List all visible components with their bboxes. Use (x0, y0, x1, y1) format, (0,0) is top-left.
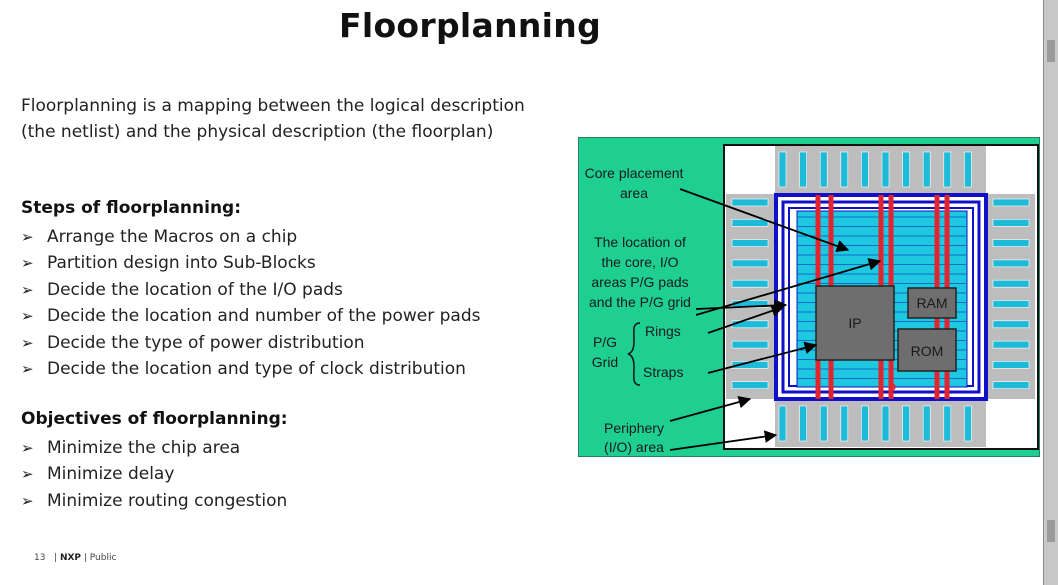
ip-macro (815, 285, 895, 361)
io-pad (778, 151, 787, 188)
io-pad (799, 151, 807, 188)
list-item: ➢Minimize the chip area (21, 435, 287, 461)
io-pad (992, 198, 1030, 207)
pg-grid-label-line2: Grid (592, 354, 618, 370)
io-pad (861, 151, 869, 188)
io-pad (992, 279, 1030, 288)
bullet-arrow-icon: ➢ (21, 439, 34, 457)
io-pad (861, 405, 869, 442)
pg-grid-label-line1: P/G (593, 334, 617, 350)
straps-arrow (707, 341, 818, 374)
steps-heading: Steps of floorplanning: (21, 198, 242, 218)
io-pad (819, 405, 828, 442)
slide-footer: 13 | NXP | Public (34, 553, 117, 563)
intro-paragraph: Floorplanning is a mapping between the l… (21, 96, 525, 142)
list-item: ➢Decide the location and type of clock d… (21, 356, 480, 382)
list-item: ➢Decide the location of the I/O pads (21, 277, 480, 303)
io-pad (992, 300, 1030, 308)
io-pad (943, 405, 952, 442)
io-pad (799, 405, 807, 442)
io-pad (840, 151, 849, 188)
bullet-arrow-icon: ➢ (21, 280, 34, 299)
bullet-arrow-icon: ➢ (21, 228, 34, 246)
bullet-arrow-icon: ➢ (21, 254, 34, 273)
bullet-arrow-icon: ➢ (21, 307, 34, 326)
core-area-label-line2: area (620, 185, 648, 201)
io-pad (964, 405, 972, 442)
location-arrow-2 (695, 258, 882, 316)
io-pad (881, 151, 890, 188)
io-pad (992, 340, 1030, 349)
ram-label: RAM (916, 295, 947, 311)
io-pad (731, 320, 769, 329)
io-pad (731, 219, 769, 227)
io-pad (902, 151, 910, 188)
io-pad (731, 381, 769, 389)
rom-label: ROM (911, 343, 944, 359)
ram-macro (907, 287, 957, 319)
objectives-list: ➢Minimize the chip area ➢Minimize delay … (21, 435, 287, 514)
io-pad (992, 361, 1030, 369)
rom-macro (897, 328, 957, 372)
list-item: ➢Decide the type of power distribution (21, 330, 480, 356)
strap-via-marker (888, 383, 896, 391)
periphery-arrow-1 (669, 395, 752, 422)
io-pad (964, 151, 972, 188)
location-label-line3: areas P/G pads (591, 274, 688, 290)
bullet-arrow-icon: ➢ (21, 360, 34, 379)
list-item: ➢Decide the location and number of the p… (21, 303, 480, 329)
list-item: ➢Minimize delay (21, 461, 287, 487)
io-pad (992, 320, 1030, 329)
io-pad (778, 405, 787, 442)
io-pad (943, 151, 952, 188)
io-pad (731, 340, 769, 349)
steps-list: ➢Arrange the Macros on a chip ➢Partition… (21, 224, 480, 382)
io-pad (922, 405, 931, 442)
io-pad (992, 259, 1030, 268)
location-label-line1: The location of (594, 234, 686, 250)
io-pad (731, 279, 769, 288)
bullet-arrow-icon: ➢ (21, 333, 34, 352)
io-pad (902, 405, 910, 442)
page-number: 13 (34, 553, 46, 563)
periphery-label-line1: Periphery (604, 420, 664, 436)
io-pad (881, 405, 890, 442)
floorplan-diagram: IP RAM ROM Core placement area The locat… (578, 137, 1040, 457)
core-area-arrow (679, 188, 850, 253)
ip-label: IP (848, 315, 861, 331)
io-pad (731, 259, 769, 268)
list-item: ➢Partition design into Sub-Blocks (21, 250, 480, 276)
list-item: ➢Minimize routing congestion (21, 488, 287, 514)
io-pad (922, 151, 931, 188)
io-pad (992, 239, 1030, 247)
rings-arrow (707, 304, 785, 334)
periphery-pads (726, 146, 1035, 447)
io-pad (731, 239, 769, 247)
location-label-line4: and the P/G grid (589, 294, 691, 310)
periphery-arrow-2 (669, 430, 778, 451)
classification-label: Public (89, 553, 117, 563)
pg-grid-brace (627, 322, 641, 386)
objectives-heading: Objectives of floorplanning: (21, 409, 288, 429)
io-pad (840, 405, 849, 442)
straps-label: Straps (643, 364, 683, 380)
periphery-label-line2: (I/O) area (604, 439, 664, 455)
io-pad (992, 219, 1030, 227)
bullet-arrow-icon: ➢ (21, 465, 34, 484)
rings-label: Rings (645, 323, 681, 339)
location-label-line2: the core, I/O (601, 254, 678, 270)
core-area-label-line1: Core placement (585, 165, 684, 181)
bullet-arrow-icon: ➢ (21, 491, 34, 510)
list-item: ➢Arrange the Macros on a chip (21, 224, 480, 250)
page-title: Floorplanning (339, 6, 601, 45)
io-pad (731, 198, 769, 207)
io-pad (819, 151, 828, 188)
window-scrollbar[interactable] (1043, 0, 1058, 585)
io-pad (992, 381, 1030, 389)
brand-label: NXP (59, 553, 82, 563)
